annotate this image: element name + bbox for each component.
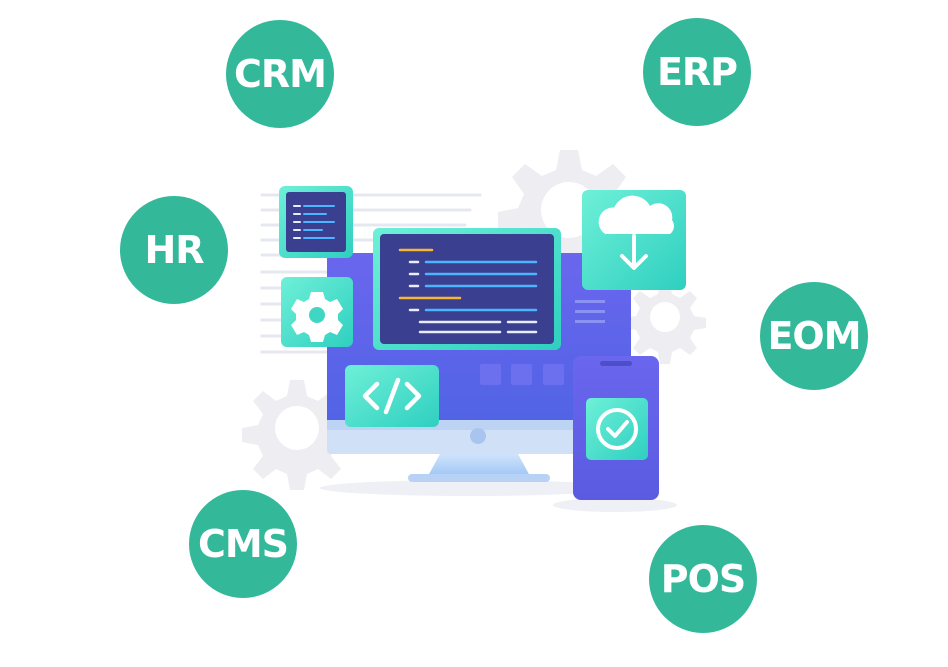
bubble-cms: CMS <box>189 490 297 598</box>
bubble-pos: POS <box>649 525 757 633</box>
background-gear-icon <box>624 282 706 364</box>
cloud-download-tile <box>582 190 686 290</box>
code-tag-tile <box>345 365 439 427</box>
smartphone-icon <box>573 356 659 500</box>
gear-icon <box>291 292 343 342</box>
gear-tile <box>281 277 353 347</box>
bubble-label-crm: CRM <box>234 52 327 96</box>
bubble-label-pos: POS <box>660 557 747 601</box>
bubble-erp: ERP <box>643 18 751 126</box>
code-icon <box>362 377 422 415</box>
small-code-window <box>279 186 353 258</box>
check-icon <box>596 408 638 450</box>
bubble-hr: HR <box>120 196 228 304</box>
cloud-download-icon <box>598 195 674 270</box>
bubble-eom: EOM <box>760 282 868 390</box>
bubble-label-hr: HR <box>144 228 204 272</box>
bubble-crm: CRM <box>226 20 334 128</box>
background-gear-icon <box>242 380 352 490</box>
bubble-label-cms: CMS <box>197 522 289 566</box>
bubble-label-erp: ERP <box>656 50 738 94</box>
bubble-label-eom: EOM <box>767 314 861 358</box>
code-panel <box>373 228 561 350</box>
